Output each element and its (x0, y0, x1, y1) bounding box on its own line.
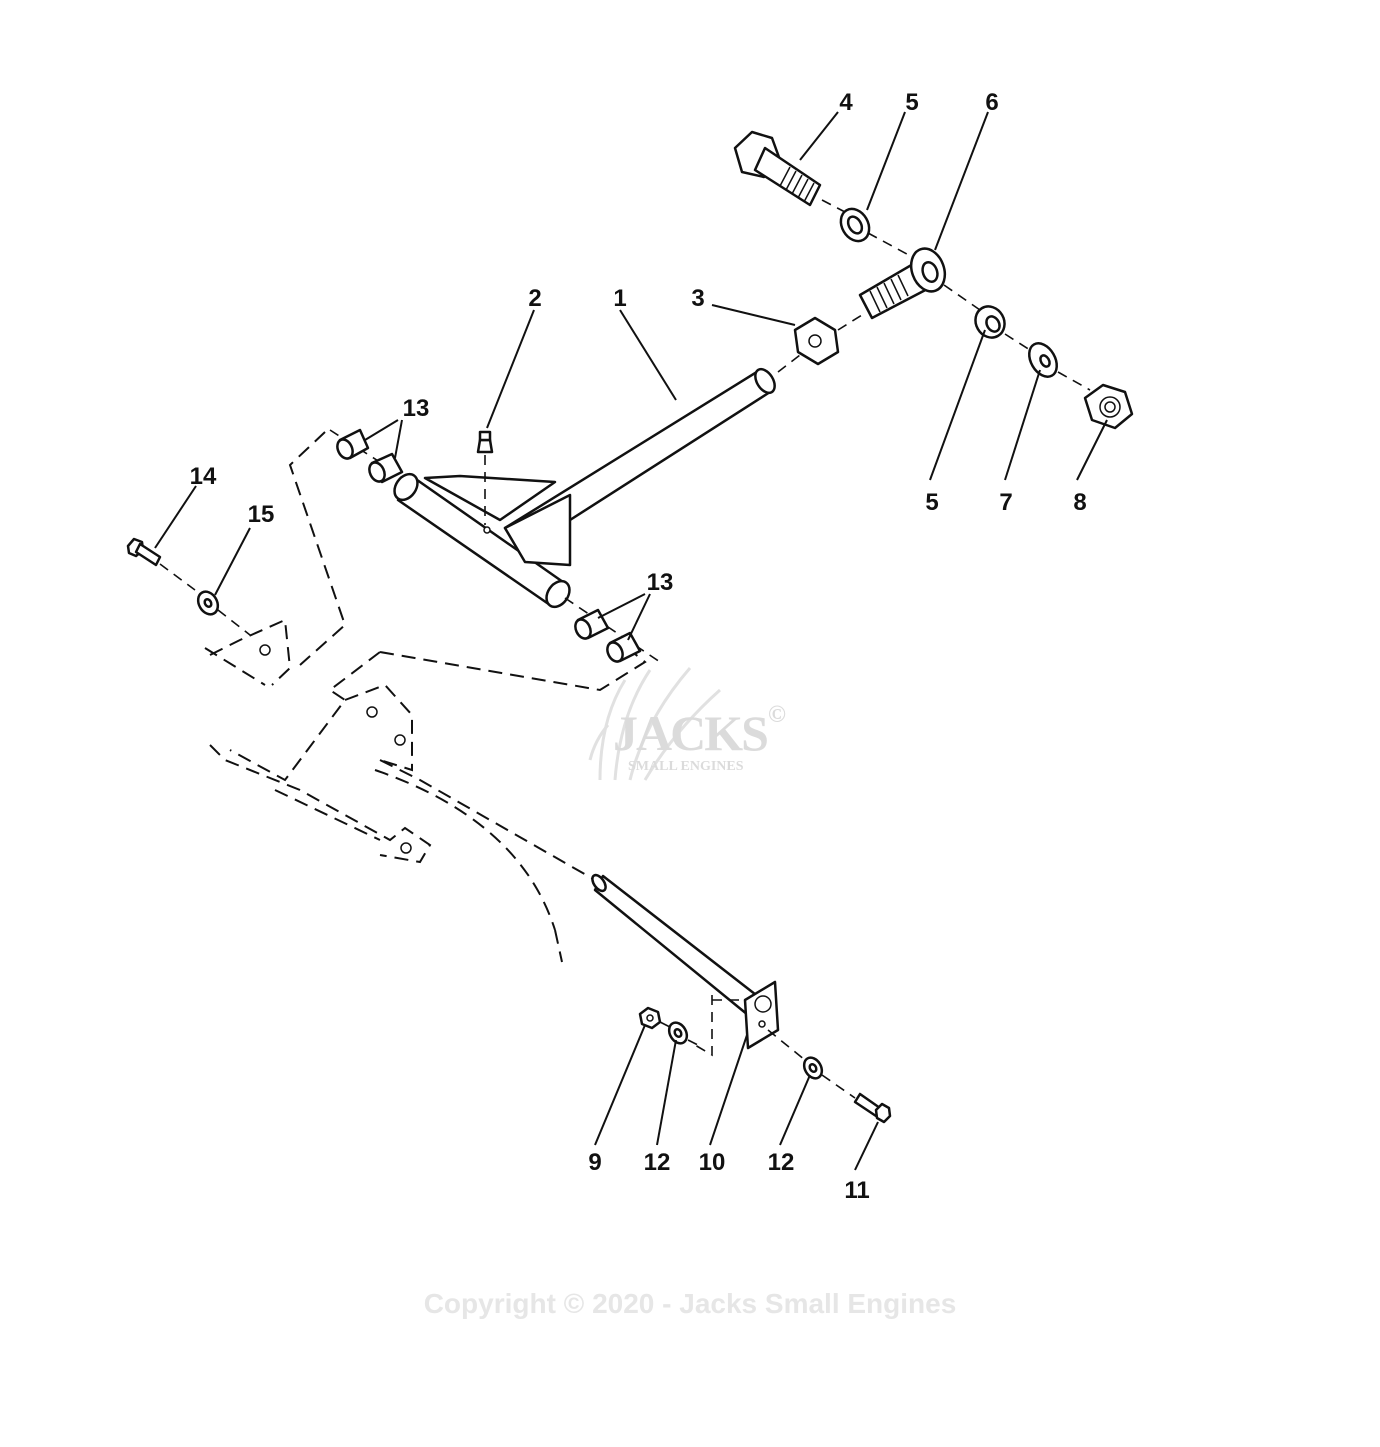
callout-2: 2 (528, 285, 541, 312)
jacks-watermark: JACKS © SMALL ENGINES (588, 667, 786, 781)
rod-end-part-6 (858, 247, 981, 320)
watermark-subtitle: SMALL ENGINES (628, 759, 744, 774)
spacer-part-5-lower (974, 305, 1031, 351)
lock-nut-part-8 (1083, 383, 1134, 430)
callout-14: 14 (190, 463, 217, 490)
callout-6: 6 (985, 89, 998, 116)
hex-nut-part-3 (777, 314, 863, 373)
callout-labels: 1 2 3 4 5 5 6 7 8 9 10 11 12 12 13 13 14… (190, 89, 1087, 1204)
bushings-part-13-lower (564, 597, 661, 663)
callout-12-left: 12 (644, 1149, 671, 1176)
t-arm-part-1 (393, 367, 776, 609)
callout-13-upper: 13 (403, 395, 430, 422)
copyright-text: Copyright © 2020 - Jacks Small Engines (424, 1288, 957, 1319)
callout-4: 4 (839, 89, 853, 116)
callout-3: 3 (691, 285, 704, 312)
nut-part-9 (638, 1006, 671, 1030)
grease-fitting-part-2 (476, 430, 494, 525)
bushings-part-13-upper (329, 428, 404, 484)
screw-part-11 (853, 1092, 892, 1124)
spacer-part-5-upper (839, 207, 919, 261)
chassis-outline (204, 431, 647, 963)
washer-part-12-right (767, 1029, 856, 1099)
washer-part-15 (196, 590, 251, 636)
washer-part-12-left (667, 1021, 701, 1047)
screw-part-14 (126, 537, 196, 591)
leader-lines (154, 111, 1108, 1171)
callout-13-lower: 13 (647, 569, 674, 596)
callout-15: 15 (248, 501, 275, 528)
grass-logo-icon (588, 667, 721, 781)
callout-9: 9 (588, 1149, 601, 1176)
callout-5-lower: 5 (925, 489, 938, 516)
bolt-part-4 (733, 130, 846, 213)
callout-10: 10 (699, 1149, 726, 1176)
callout-1: 1 (613, 285, 626, 312)
pivot-shaft-part-10 (591, 873, 780, 1057)
callout-5-upper: 5 (905, 89, 918, 116)
callout-8: 8 (1073, 489, 1086, 516)
flat-washer-part-7 (1028, 342, 1091, 391)
callout-12-right: 12 (768, 1149, 795, 1176)
callout-7: 7 (999, 489, 1012, 516)
watermark-brand: JACKS (613, 705, 767, 761)
callout-11: 11 (844, 1177, 869, 1204)
watermark-registered: © (768, 702, 786, 728)
